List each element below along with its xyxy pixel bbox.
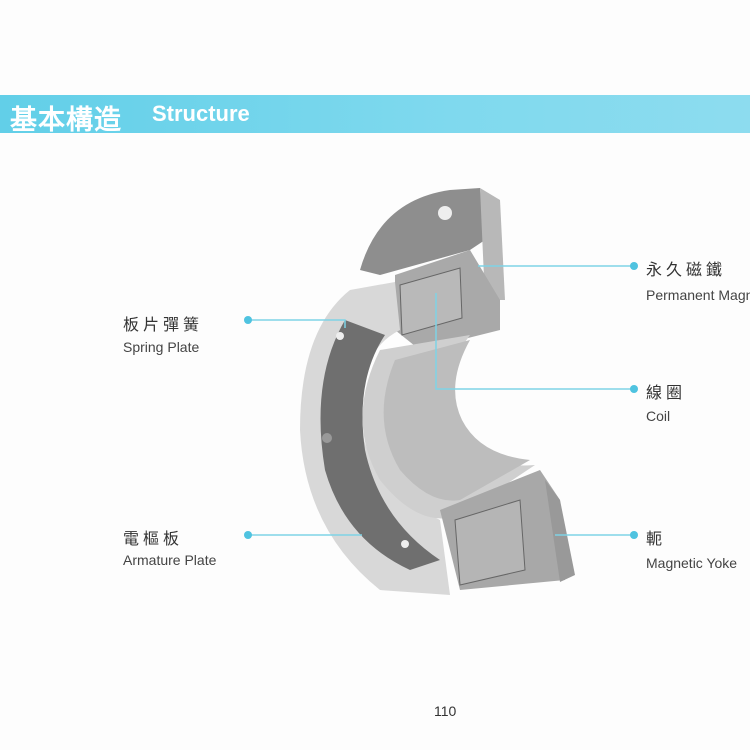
label-coil-zh: 線圈 (646, 383, 687, 402)
label-armature-plate-en: Armature Plate (123, 552, 217, 568)
label-permanent-magnet-zh: 永久磁鐵 (646, 260, 727, 279)
label-spring-plate-zh: 板片彈簧 (123, 315, 204, 334)
page-number: 110 (434, 703, 457, 719)
label-spring-plate-en: Spring Plate (123, 339, 200, 355)
section-title-en: Structure (152, 101, 250, 126)
leader-dot (630, 385, 638, 393)
label-yoke-zh: 軛 (646, 529, 667, 548)
label-armature-plate-zh: 電樞板 (123, 529, 184, 548)
section-title-zh: 基本構造 (10, 105, 122, 136)
leader-dot (244, 316, 252, 324)
leader-dot (630, 262, 638, 270)
label-coil-en: Coil (646, 408, 671, 424)
leader-dot (244, 531, 252, 539)
label-permanent-magnet-en: Permanent Magnet (646, 287, 750, 303)
leader-dot (630, 531, 638, 539)
section-banner: 基本構造 Structure (0, 95, 750, 136)
label-yoke-en: Magnetic Yoke (646, 555, 738, 571)
